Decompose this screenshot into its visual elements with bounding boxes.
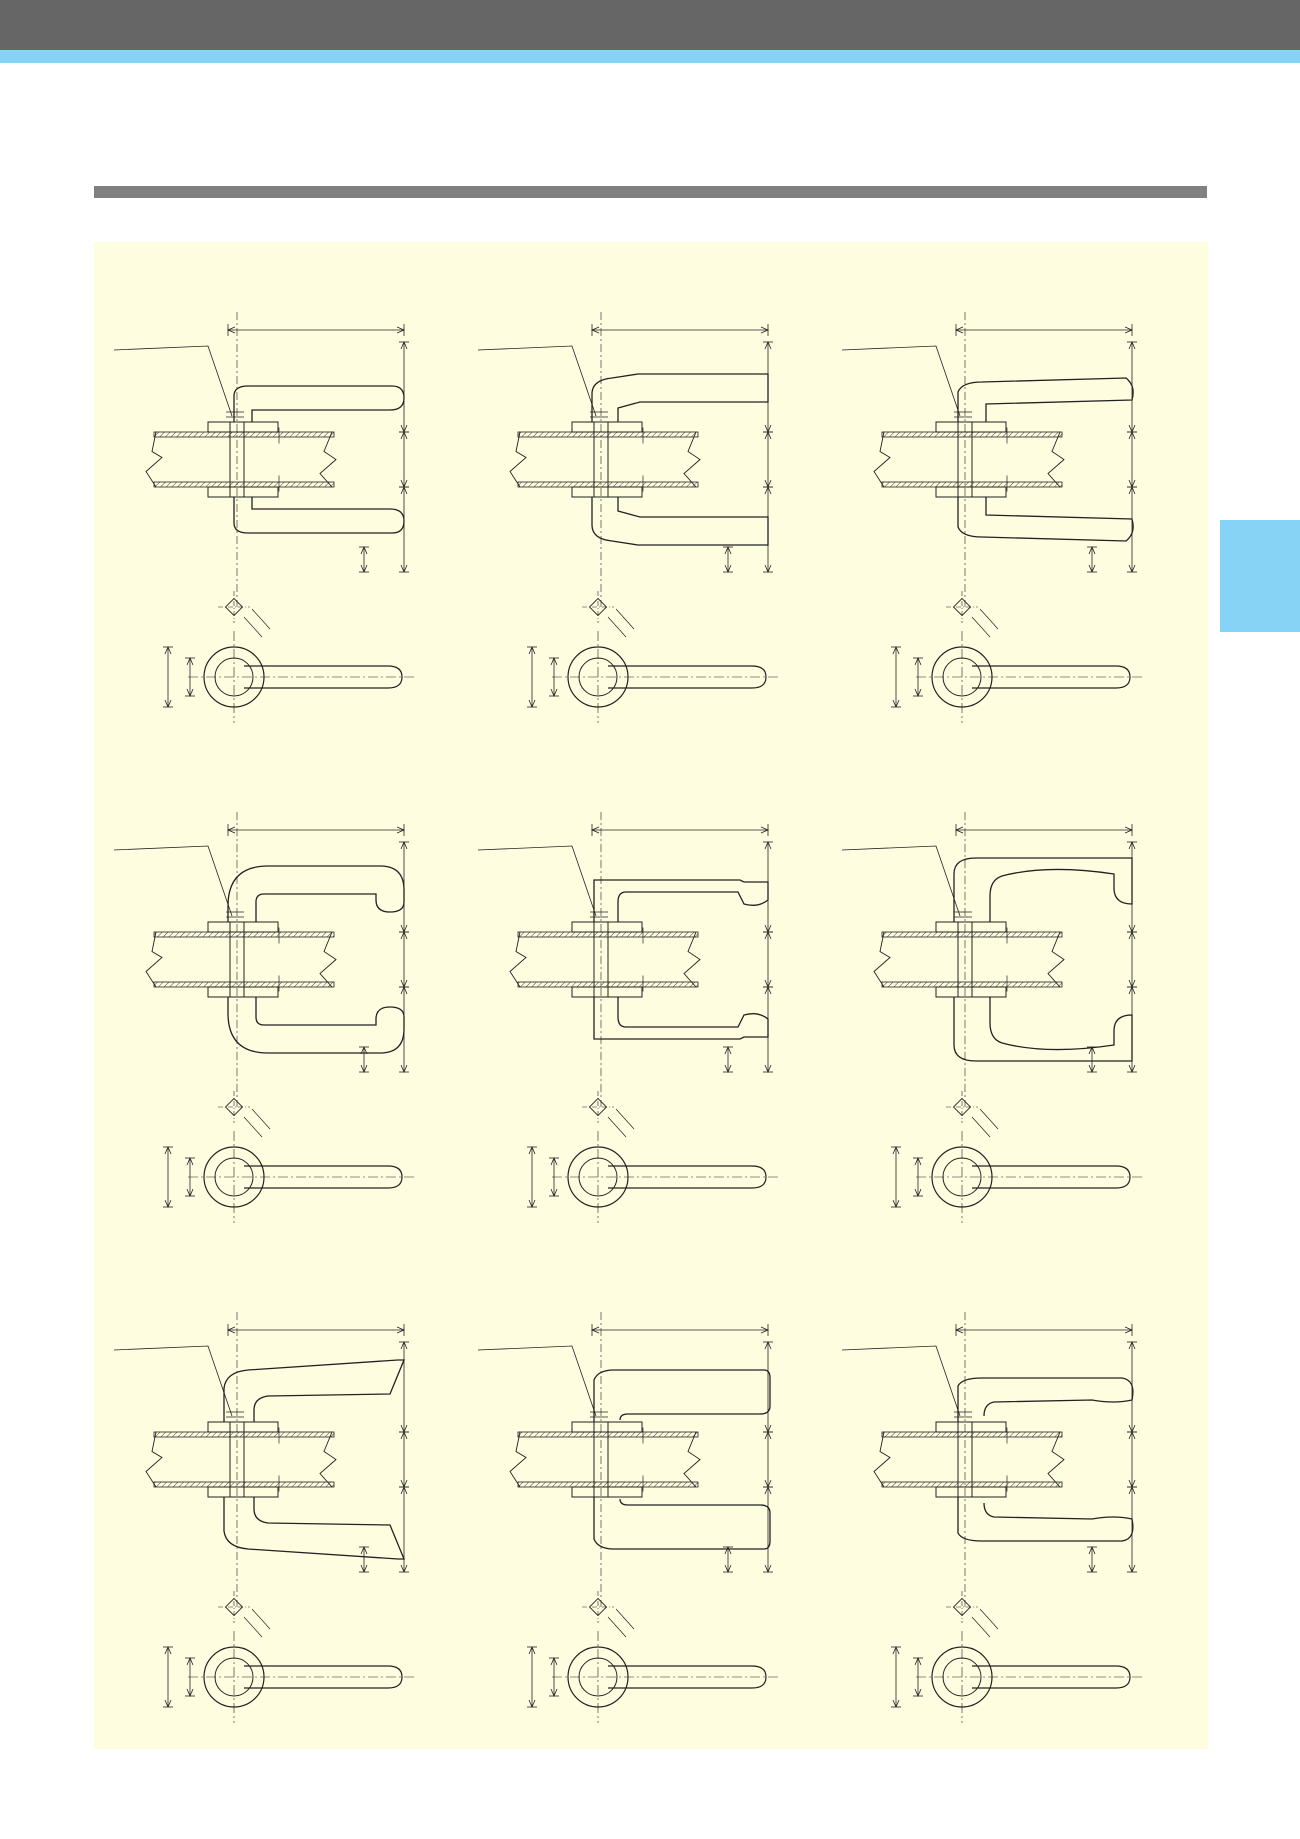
drawing-4-hook — [113, 812, 414, 1223]
drawing-3-flared — [841, 312, 1142, 723]
drawing-panel — [94, 242, 1208, 1749]
drawing-1-straight — [113, 312, 414, 723]
drawing-5-knob — [477, 812, 778, 1223]
chapter-side-tab[interactable] — [1220, 520, 1300, 632]
drawing-7-taper — [113, 1312, 414, 1723]
lever-handle-drawings — [113, 312, 1142, 1723]
drawing-9-wave — [841, 1312, 1142, 1723]
drawing-8-block — [477, 1312, 778, 1723]
drawing-2-offset — [477, 312, 778, 723]
section-rule — [94, 186, 1207, 198]
header-accent-strip — [0, 50, 1300, 63]
drawing-6-curved — [841, 812, 1142, 1223]
header-bar — [0, 0, 1300, 50]
